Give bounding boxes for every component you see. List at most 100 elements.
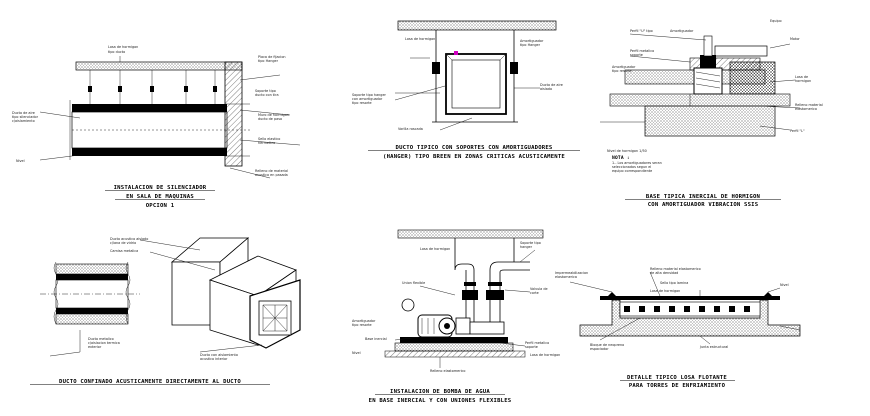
caption-ducto-soportes: DUCTO TIPICO CON SOPORTES CON AMORTIGUAD… — [368, 145, 580, 160]
svg-text:Sello tipo lamina: Sello tipo lamina — [660, 281, 688, 285]
svg-text:1.- Los amortiguadores seran: 1.- Los amortiguadores seran — [612, 161, 662, 165]
svg-text:Soporte tipo hanger: Soporte tipo hanger — [352, 93, 387, 97]
svg-text:equipo correspondiente: equipo correspondiente — [612, 169, 652, 173]
svg-text:elastomerico: elastomerico — [795, 107, 817, 111]
svg-text:(HANGER) TIPO BREEN EN ZONAS C: (HANGER) TIPO BREEN EN ZONAS CRITICAS AC… — [383, 154, 565, 160]
svg-text:Perfil "L": Perfil "L" — [790, 129, 805, 133]
caption-losa-flotante: DETALLE TIPICO LOSA FLOTANTE PARA TORRES… — [620, 375, 735, 389]
svg-text:acustico interior: acustico interior — [200, 357, 228, 361]
svg-text:ducto con tira: ducto con tira — [255, 93, 279, 97]
svg-text:Losa de hormigon: Losa de hormigon — [420, 247, 450, 251]
svg-text:de alta densidad: de alta densidad — [650, 271, 678, 275]
svg-text:Perfil metalico: Perfil metalico — [630, 49, 654, 53]
svg-text:hermetico: hermetico — [258, 141, 275, 145]
svg-text:Losa de hormigon: Losa de hormigon — [108, 45, 138, 49]
svg-text:Relleno elastomerico: Relleno elastomerico — [430, 369, 466, 373]
svg-text:Equipo: Equipo — [770, 19, 782, 23]
svg-text:Bloque de neopreno: Bloque de neopreno — [590, 343, 624, 347]
svg-text:Perfil "U" tipo: Perfil "U" tipo — [630, 29, 653, 33]
caption-base-inercial: BASE TIPICA INERCIAL DE HORMIGON CON AMO… — [625, 194, 781, 208]
svg-text:c/aislacion termica: c/aislacion termica — [88, 341, 120, 345]
svg-text:INSTALACION DE SILENCIADOR: INSTALACION DE SILENCIADOR — [114, 185, 207, 191]
svg-text:Nivel de hormigon 1/50: Nivel de hormigon 1/50 — [607, 149, 647, 153]
svg-text:BASE TIPICA INERCIAL DE HORMIG: BASE TIPICA INERCIAL DE HORMIGON — [646, 194, 761, 200]
caption-bomba-agua: INSTALACION DE BOMBA DE AGUA EN BASE INE… — [369, 389, 512, 404]
svg-text:aislado: aislado — [540, 87, 552, 91]
svg-text:Placa de fijacion: Placa de fijacion — [258, 55, 286, 59]
svg-text:hanger: hanger — [520, 245, 533, 249]
svg-text:Amortiguador: Amortiguador — [352, 319, 376, 323]
svg-text:tipo ducto: tipo ducto — [108, 50, 125, 54]
svg-text:c/lana de vidrio: c/lana de vidrio — [110, 241, 136, 245]
svg-text:Impermeabilizacion: Impermeabilizacion — [555, 271, 588, 275]
svg-text:elastomerica: elastomerica — [555, 275, 577, 279]
svg-text:Junta estructural: Junta estructural — [699, 345, 728, 349]
svg-text:exterior: exterior — [88, 345, 102, 349]
svg-text:hormigon: hormigon — [795, 79, 811, 83]
svg-text:Varilla roscada: Varilla roscada — [398, 127, 423, 131]
svg-text:acustico en pasada: acustico en pasada — [255, 173, 288, 177]
svg-text:tipo resorte: tipo resorte — [352, 323, 372, 327]
svg-text:tipo resorte: tipo resorte — [352, 101, 372, 105]
svg-text:Nivel: Nivel — [352, 351, 361, 355]
svg-text:c/aislamiento: c/aislamiento — [12, 119, 35, 123]
svg-text:tipo silenciador: tipo silenciador — [12, 115, 39, 119]
svg-text:Ducto de aire: Ducto de aire — [540, 83, 563, 87]
svg-text:Motor: Motor — [790, 37, 800, 41]
svg-text:OPCION 1: OPCION 1 — [146, 203, 175, 209]
svg-text:EN BASE INERCIAL Y CON UNIONES: EN BASE INERCIAL Y CON UNIONES FLEXIBLES — [369, 398, 512, 404]
svg-text:PARA TORRES DE ENFRIAMIENTO: PARA TORRES DE ENFRIAMIENTO — [629, 383, 726, 389]
svg-text:Losa de hormigon: Losa de hormigon — [530, 353, 560, 357]
svg-text:Amortiguador: Amortiguador — [520, 39, 544, 43]
svg-text:Union flexible: Union flexible — [402, 281, 425, 285]
svg-text:Soporte tipo: Soporte tipo — [520, 241, 541, 245]
svg-text:Muro de hormigon: Muro de hormigon — [258, 113, 289, 117]
svg-text:Camisa metalica: Camisa metalica — [110, 249, 138, 253]
svg-text:Nivel: Nivel — [16, 159, 25, 163]
svg-text:Sello elastico: Sello elastico — [258, 137, 280, 141]
svg-text:espaciador: espaciador — [590, 347, 609, 351]
svg-text:EN SALA DE MAQUINAS: EN SALA DE MAQUINAS — [126, 194, 194, 200]
svg-text:Ducto metalico: Ducto metalico — [88, 337, 114, 341]
svg-text:DUCTO CONFINADO ACUSTICAMENTE: DUCTO CONFINADO ACUSTICAMENTE DIRECTAMEN… — [59, 379, 241, 385]
nota-label: NOTA : — [612, 155, 630, 161]
svg-text:Base inercial: Base inercial — [365, 337, 387, 341]
svg-text:Ducto de aire: Ducto de aire — [12, 111, 35, 115]
svg-text:Losa de hormigon: Losa de hormigon — [650, 289, 680, 293]
svg-text:seleccionados segun el: seleccionados segun el — [612, 165, 651, 169]
svg-text:Relleno material: Relleno material — [795, 103, 823, 107]
caption-silenciador: INSTALACION DE SILENCIADOR EN SALA DE MA… — [105, 185, 215, 209]
caption-ducto-confinado: DUCTO CONFINADO ACUSTICAMENTE DIRECTAMEN… — [30, 379, 270, 385]
svg-text:Relleno de material: Relleno de material — [255, 169, 288, 173]
svg-text:Soporte tipo: Soporte tipo — [255, 89, 276, 93]
svg-text:Losa de hormigon: Losa de hormigon — [405, 37, 435, 41]
svg-text:Perfil metalico: Perfil metalico — [525, 341, 549, 345]
svg-text:Amortiguador: Amortiguador — [670, 29, 694, 33]
svg-text:con amortiguador: con amortiguador — [352, 97, 383, 101]
svg-text:Relleno material elastomerico: Relleno material elastomerico — [650, 267, 701, 271]
svg-text:corte: corte — [530, 291, 539, 295]
svg-text:tipo Hanger: tipo Hanger — [520, 43, 541, 47]
svg-text:tipo Hanger: tipo Hanger — [258, 59, 279, 63]
svg-text:Losa de: Losa de — [795, 75, 808, 79]
svg-text:ducto de paso: ducto de paso — [258, 117, 282, 121]
svg-text:tipo resorte: tipo resorte — [612, 69, 632, 73]
svg-text:INSTALACION DE BOMBA DE AGUA: INSTALACION DE BOMBA DE AGUA — [390, 389, 490, 395]
svg-text:DUCTO TIPICO CON SOPORTES CON: DUCTO TIPICO CON SOPORTES CON AMORTIGUAD… — [396, 145, 553, 151]
svg-text:DETALLE TIPICO LOSA FLOTANTE: DETALLE TIPICO LOSA FLOTANTE — [627, 375, 727, 381]
svg-text:soporte: soporte — [630, 53, 643, 57]
svg-text:Nivel: Nivel — [780, 283, 789, 287]
svg-text:Amortiguador: Amortiguador — [612, 65, 636, 69]
svg-text:Valvula de: Valvula de — [530, 287, 548, 291]
svg-text:CON AMORTIGUADOR VIBRACION SSI: CON AMORTIGUADOR VIBRACION SSIS — [648, 202, 759, 208]
svg-text:soporte: soporte — [525, 345, 538, 349]
svg-text:Ducto acustico aislado: Ducto acustico aislado — [110, 237, 148, 241]
svg-text:Ducto con aislamiento: Ducto con aislamiento — [200, 353, 238, 357]
